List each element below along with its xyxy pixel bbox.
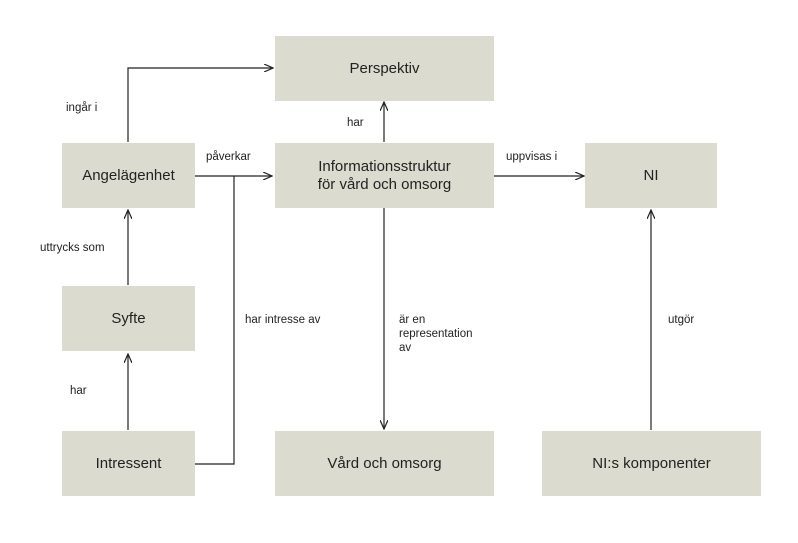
edge-label-ar-en-representation-av: är en representation av xyxy=(399,314,473,354)
edge-label-uttrycks-som: uttrycks som xyxy=(40,242,105,254)
node-vard-och-omsorg: Vård och omsorg xyxy=(275,431,494,496)
node-ni-komponenter: NI:s komponenter xyxy=(542,431,761,496)
node-perspektiv: Perspektiv xyxy=(275,36,494,101)
edge-label-uppvisas-i: uppvisas i xyxy=(506,151,558,163)
edge-label-har-syfte: har xyxy=(70,385,87,397)
edge-angelagenhet-to-perspektiv xyxy=(127,68,273,142)
edge-label-har-intresse-av: har intresse av xyxy=(245,314,321,326)
edge-label-paverkar: påverkar xyxy=(206,151,251,163)
edge-label-utgor: utgör xyxy=(668,314,695,326)
node-intressent: Intressent xyxy=(62,431,195,496)
edge-intressent-har-intresse-av xyxy=(195,176,235,465)
node-angelagenhet: Angelägenhet xyxy=(62,143,195,208)
edge-label-har-perspektiv: har xyxy=(347,117,364,129)
node-syfte: Syfte xyxy=(62,286,195,351)
node-informationsstruktur: Informationsstruktur för vård och omsorg xyxy=(275,143,494,208)
node-ni: NI xyxy=(585,143,717,208)
edge-label-ingar-i: ingår i xyxy=(66,102,98,114)
